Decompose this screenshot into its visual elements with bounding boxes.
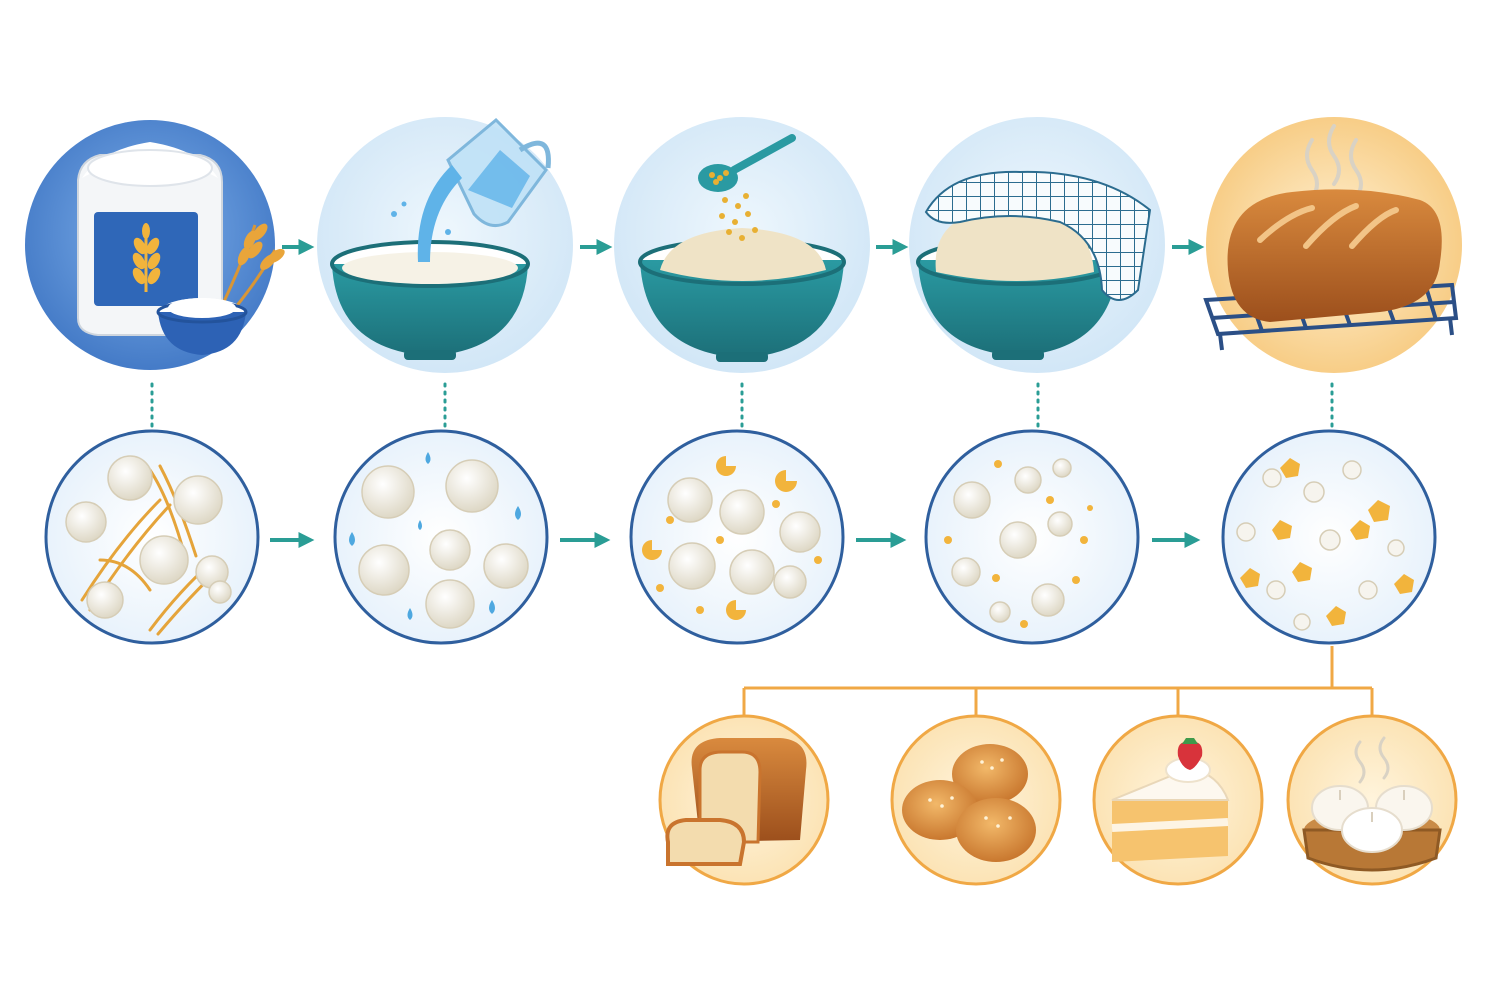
starch-granules-gluten-strands <box>65 455 232 636</box>
cake-slice-icon <box>1111 738 1230 862</box>
checkered-cloth <box>924 170 1152 301</box>
flour-sack-icon <box>77 142 285 355</box>
baked-crumb-particles <box>1236 458 1414 631</box>
water-stream <box>417 165 462 262</box>
hydrated-granules <box>349 452 529 629</box>
sliced-bread-loaf-icon <box>665 738 807 866</box>
falling-yeast <box>719 193 758 241</box>
baked-loaf-icon <box>1203 124 1459 351</box>
measuring-jug-icon <box>446 117 551 228</box>
steam-icon <box>1305 124 1363 200</box>
product-branch-lines <box>742 646 1374 720</box>
dotted-connectors <box>150 382 1334 428</box>
pouring-water-bowl-icon <box>330 117 551 360</box>
proofing-covered-bowl-icon <box>916 170 1152 360</box>
bread-buns-icon <box>902 744 1036 862</box>
fermenting-dough-particles <box>944 458 1093 628</box>
adding-yeast-bowl-icon <box>638 134 846 362</box>
yeast-spoon-icon <box>698 134 796 192</box>
yeast-dough-particles <box>642 456 822 620</box>
flour-bowl-icon <box>156 298 248 355</box>
steamed-buns-basket-icon <box>1302 736 1442 872</box>
strawberry-icon <box>1177 741 1203 770</box>
